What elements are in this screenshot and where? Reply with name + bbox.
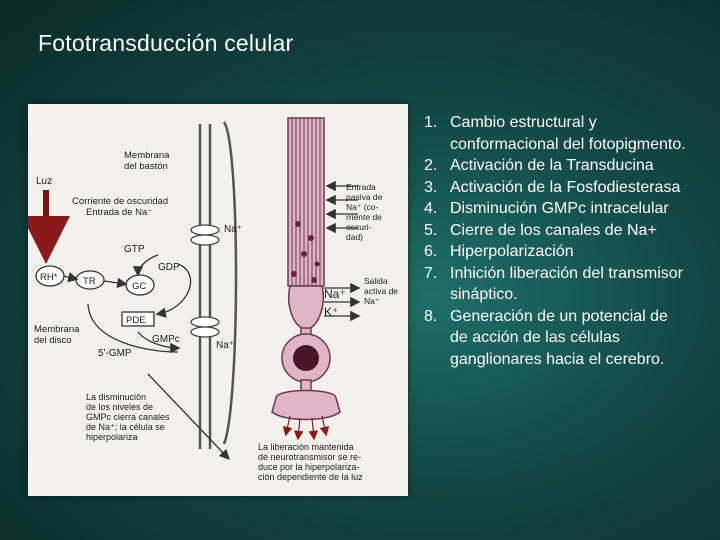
label-gmpc: GMPc	[152, 334, 180, 345]
label-na-mid: Na⁺	[216, 340, 234, 351]
steps-list: 1. Cambio estructural y conformacional d…	[420, 112, 716, 370]
label-na-big: Na⁺	[324, 287, 346, 301]
step-number: 6.	[424, 243, 438, 260]
diagram-svg: Membrana del bastón Luz Corriente de osc…	[28, 117, 400, 482]
bracket-line	[222, 121, 238, 445]
step-item: 6. Hiperpolarización	[420, 241, 716, 263]
label-liberacion: La liberación mantenida de neurotransmis…	[258, 442, 364, 482]
channel-gate	[190, 224, 220, 236]
step-item: 2. Activación de la Transducina	[420, 155, 716, 177]
step-line: Generación de un potencial de	[450, 307, 668, 325]
step-line: sináptico.	[450, 286, 518, 303]
step-item: 8. Generación de un potencial de de acci…	[420, 306, 716, 371]
step-item: 3. Activación de la Fosfodiesterasa	[420, 177, 716, 199]
step-line: Inhición liberación del transmisor	[450, 264, 683, 282]
step-number: 3.	[424, 178, 438, 196]
label-gdp: GDP	[158, 262, 180, 273]
label-membrana-disco: Membrana del disco	[34, 324, 82, 346]
step-item: 1. Cambio estructural y conformacional d…	[420, 112, 716, 155]
label-gtp: GTP	[124, 244, 145, 255]
step-number: 7.	[424, 264, 438, 282]
label-luz: Luz	[36, 176, 52, 187]
label-corriente-oscuridad: Corriente de oscuridad Entrada de Na⁻	[72, 196, 171, 218]
step-line: ganglionares hacia el cerebro.	[450, 350, 665, 368]
pde-box	[121, 311, 155, 327]
label-membrana-baston: Membrana del bastón	[124, 150, 172, 172]
label-tr: TR	[83, 276, 96, 287]
step-line: Activación de la Fosfodiesterasa	[450, 178, 681, 196]
label-na-top: Na⁺	[224, 224, 242, 235]
step-number: 4.	[424, 200, 438, 217]
step-number: 5.	[424, 221, 438, 239]
step-line: Cierre de los canales de Na+	[450, 221, 657, 239]
channel-gate	[190, 316, 220, 328]
step-number: 1.	[424, 114, 438, 131]
step-number: 8.	[424, 307, 438, 325]
step-line: Cambio estructural y	[450, 114, 597, 131]
step-line: Activación de la Transducina	[450, 157, 654, 174]
step-item: 4. Disminución GMPc intracelular	[420, 198, 716, 220]
step-line: Disminución GMPc intracelular	[450, 200, 669, 217]
label-gc: GC	[132, 281, 146, 292]
step-item: 5. Cierre de los canales de Na+	[420, 220, 716, 242]
inner-segment	[288, 285, 324, 331]
label-salida-activa: Salida activa de Na⁺	[364, 276, 400, 306]
step-item: 7. Inhición liberación del transmisor si…	[420, 263, 716, 306]
slide-title: Fototransducción celular	[38, 30, 294, 56]
nucleus	[293, 345, 319, 371]
step-line: conformacional del fotopigmento.	[450, 135, 686, 153]
label-pde: PDE	[126, 315, 146, 326]
step-line: de acción de las células	[450, 329, 620, 346]
synaptic-terminal	[271, 389, 341, 421]
label-k-big: K⁺	[324, 305, 338, 319]
phototransduction-diagram: Membrana del bastón Luz Corriente de osc…	[28, 104, 408, 496]
step-number: 2.	[424, 157, 438, 174]
label-disminucion: La disminución de los niveles de GMPc ci…	[86, 392, 172, 442]
label-entrada-pasiva: Entrada pasiva de Na⁺ (co- rriente de os…	[346, 182, 385, 242]
label-rh: RH*	[40, 272, 58, 283]
label-5gmp: 5'-GMP	[98, 348, 132, 359]
outer-segment-stack	[287, 117, 325, 287]
step-line: Hiperpolarización	[450, 243, 574, 260]
